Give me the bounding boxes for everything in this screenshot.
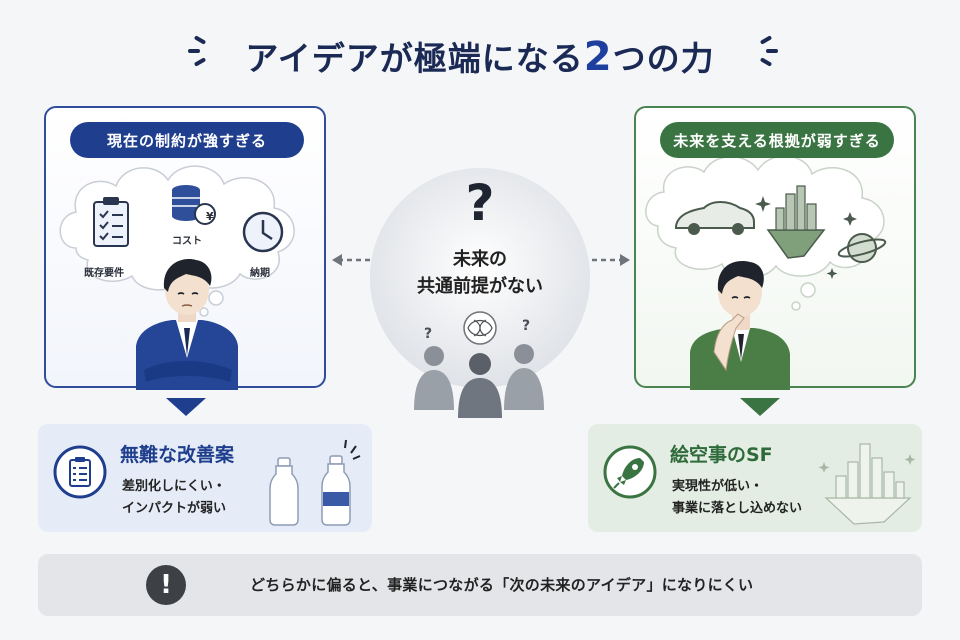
left-dashed-arrow-icon [332,254,370,266]
left-result-card: 無難な改善案 差別化しにくい・ インパクトが弱い [38,424,372,532]
businessman-thinking-icon [690,261,790,390]
right-result-line-1: 実現性が低い・ [672,479,764,494]
floating-city-icon [766,185,826,259]
center-caption: 未来の 共通前提がない [380,246,580,300]
thought-bubble-dot-1 [208,290,224,306]
center-question-mark: ? [465,174,495,232]
bottom-warning-banner: ! どちらかに偏ると、事業につながる「次の未来のアイデア」になりにくい [38,554,922,616]
right-result-title: 絵空事のSF [670,444,773,466]
page-title: アイデアが極端になる2つの力 [245,32,714,80]
title-suffix: つの力 [612,39,715,78]
center-illustration: ? ? [332,168,630,418]
label-deadline: 納期 [250,268,270,279]
center-caption-line-2: 共通前提がない [417,276,543,297]
shine-lines [344,439,361,460]
label-existing-requirements: 既存要件 [84,268,124,279]
small-question-mark-left: ? [424,326,432,342]
left-panel-current-constraints: 現在の制約が強すぎる ¥ 既存要件 コスト 納期 [44,106,326,390]
faded-floating-city-icon [818,443,916,525]
right-panel-illustration [645,155,887,390]
center-circle [370,168,590,388]
people-group-icon [414,344,544,418]
title-row: アイデアが極端になる2つの力 [0,28,960,84]
thought-bubble-dot-2-right [791,301,801,311]
thought-bubble-dot-2 [199,307,209,317]
tangled-knot-icon [463,311,497,345]
planet-icon [837,233,887,263]
right-panel-header: 未来を支える根拠が弱すぎる [660,122,894,158]
thought-bubble-dot-1-right [800,282,816,298]
title-main: アイデアが極端になる [245,39,584,78]
left-down-arrow-icon [166,398,206,416]
right-down-arrow-icon [740,398,780,416]
center-caption-line-1: 未来の [453,249,507,270]
water-bottles-icon [269,439,361,526]
left-result-description: 差別化しにくい・ インパクトが弱い [122,476,226,520]
small-question-mark-right: ? [522,318,530,334]
sparkle-icons [755,196,857,279]
flying-car-icon [675,201,755,235]
bottom-warning-message: どちらかに偏ると、事業につながる「次の未来のアイデア」になりにくい [250,576,754,594]
title-emphasis-number: 2 [583,34,613,80]
thought-cloud-right [645,155,885,279]
businessman-arms-crossed-icon [136,259,238,390]
right-result-card: 絵空事のSF 実現性が低い・ 事業に落とし込めない [588,424,922,532]
thought-cloud-left [59,165,295,291]
clock-icon [242,211,284,253]
right-result-line-2: 事業に落とし込めない [672,501,803,516]
right-dashed-arrow-icon [592,254,630,266]
checklist-circle-icon [53,445,107,499]
left-result-title: 無難な改善案 [120,444,235,466]
left-panel-header: 現在の制約が強すぎる [70,122,304,158]
clipboard-icon [93,197,129,247]
left-result-line-1: 差別化しにくい・ [122,479,226,494]
yen-symbol: ¥ [206,210,214,223]
right-result-description: 実現性が低い・ 事業に落とし込めない [672,476,802,520]
left-result-line-2: インパクトが弱い [122,501,227,516]
warning-icon: ! [146,565,186,605]
coin-stack-icon [172,185,216,225]
left-panel-illustration [59,165,295,390]
label-cost: コスト [172,236,202,247]
rocket-circle-icon [603,445,657,499]
right-panel-weak-future-basis: 未来を支える根拠が弱すぎる [634,106,916,390]
